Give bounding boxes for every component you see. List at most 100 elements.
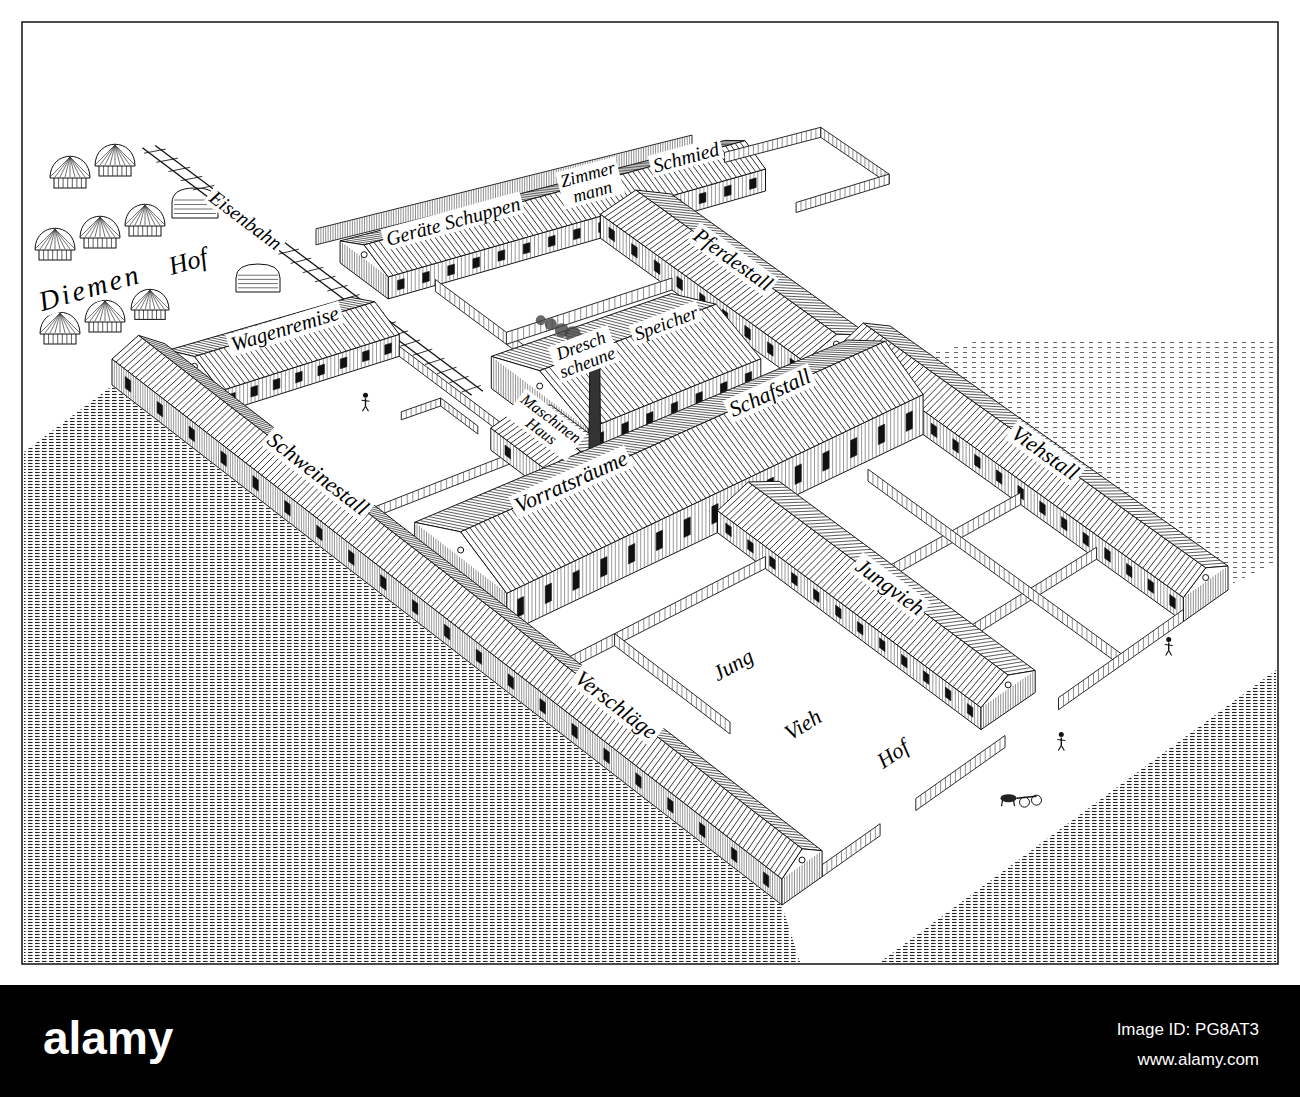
roof-hatch [791,302,824,303]
window [878,424,884,445]
gable-hatch [513,373,514,405]
wall-hatch [465,255,466,277]
haystack-hatch [238,275,278,276]
haystack-hatch [150,290,169,309]
wall-hatch [491,461,492,471]
wall-hatch [270,375,271,397]
window [953,439,959,454]
wall-hatch [758,144,759,154]
haystack [80,216,120,248]
wall-hatch [418,490,419,500]
window [251,385,258,397]
wall-hatch [381,213,382,229]
wall-hatch [905,403,906,443]
roof-hatch [779,293,812,295]
roof-hatch [824,350,862,352]
wall-hatch [864,182,865,192]
gable-hatch [1188,594,1189,618]
wall-hatch [411,408,412,416]
roof-hatch [950,385,976,387]
wall-hatch [852,149,853,159]
wall-hatch [919,396,920,436]
wall-hatch [557,229,558,251]
wall-hatch [376,214,377,230]
haystack-dome [80,216,120,238]
window [545,583,551,604]
wall-hatch [988,458,989,482]
picket-fence [725,127,821,162]
haystack-hatch [136,290,150,309]
roof-hatch [720,141,741,142]
wall-hatch [836,436,837,476]
wall-hatch [632,291,633,303]
wall-hatch [1073,518,1074,542]
wall-hatch [442,262,443,284]
roof-hatch [934,392,960,418]
wall-hatch [459,298,460,310]
haystack-hatch [100,145,115,165]
wall-hatch [285,370,286,392]
wall-hatch [446,382,447,392]
wall-hatch [340,223,341,239]
wall-hatch [623,231,624,255]
haystack-hatch [105,301,120,321]
wall-hatch [624,152,625,168]
wall-hatch [1167,586,1168,610]
roof-hatch [1082,479,1106,480]
gable-hatch [366,261,367,283]
haystack-hatch [105,145,115,165]
wall-hatch [408,353,409,363]
wall-hatch [551,170,552,186]
roof-hatch [702,310,747,365]
roof-hatch [1160,534,1183,535]
wall-hatch [637,531,638,571]
wall-hatch [461,256,462,278]
roof-hatch [1127,511,1150,513]
wall-hatch [304,364,305,386]
wall-hatch [680,510,681,550]
wall-hatch [695,503,696,543]
window [724,185,731,197]
wall-hatch [469,305,470,317]
wall-hatch [815,197,816,207]
wall-hatch [739,149,740,159]
haystack-hatch [70,157,85,177]
roof-hatch [1134,533,1157,562]
railway-sleeper [437,367,456,374]
wall-hatch [840,141,841,151]
wall-hatch [396,209,397,225]
roof-hatch [640,427,682,432]
roof-hatch [983,409,1008,410]
wall-hatch [568,564,569,604]
roof-hatch [654,422,696,427]
wall-hatch [626,536,627,576]
wall-hatch [839,434,840,474]
wall-hatch [469,400,470,410]
wall-hatch [441,481,442,491]
wall-hatch [483,316,484,328]
roof-hatch [1106,513,1129,542]
roof-hatch [1151,545,1174,574]
wall-hatch [417,204,418,220]
roof-hatch [1122,525,1145,554]
gable-hatch [1220,571,1221,595]
wall-hatch [374,214,375,230]
wall-hatch [711,184,712,206]
wall-hatch [748,146,749,156]
wall-hatch [924,411,925,435]
roof-hatch [677,412,718,417]
roof-hatch [618,168,639,169]
wall-hatch [429,485,430,495]
haystack [95,144,135,176]
gable-vent [361,252,367,258]
wall-hatch [1079,523,1080,547]
roof-hatch [913,359,939,361]
wall-hatch [886,412,887,452]
wall-hatch [1144,570,1145,594]
wall-hatch [345,222,346,238]
wall-hatch [447,196,448,212]
wall-hatch [661,259,662,283]
roof-hatch [938,376,964,378]
wall-hatch [408,206,409,222]
wall-hatch [858,426,859,466]
